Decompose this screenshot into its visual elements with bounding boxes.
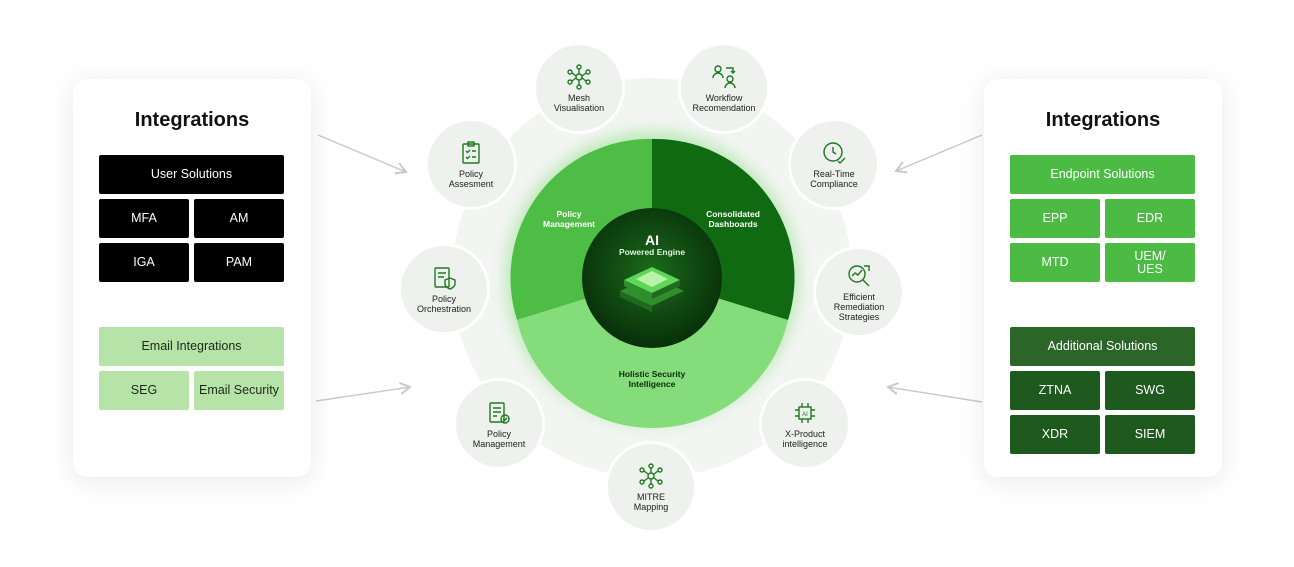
node-label: Policy Assesment (448, 168, 494, 189)
clock-check-icon (823, 141, 846, 164)
node-policy-assessment[interactable]: Policy Assesment (425, 118, 517, 210)
node-policy-management[interactable]: Policy Management (453, 378, 545, 470)
node-label: Mesh Visualisation (553, 92, 605, 113)
node-label: Real-Time Compliance (810, 168, 858, 189)
user-solution-mfa[interactable]: MFA (99, 199, 189, 238)
node-label: MITRE Mapping (633, 491, 669, 512)
node-label: X-Product intelligence (782, 428, 828, 449)
mesh-network-icon (567, 63, 591, 90)
node-label: Policy Management (472, 428, 526, 449)
node-workflow-recommendation[interactable]: Workflow Recomendation (678, 42, 770, 134)
endpoint-solution-mtd[interactable]: MTD (1010, 243, 1100, 282)
arrow-left-bottom (315, 381, 412, 402)
node-label: Policy Orchestration (416, 293, 472, 314)
label-holistic-security: Holistic Security Intelligence (618, 369, 686, 389)
additional-solutions-header[interactable]: Additional Solutions (1010, 327, 1195, 366)
label-policy-management: Policy Management (543, 209, 595, 229)
document-shield-icon (434, 266, 456, 290)
additional-solution-xdr[interactable]: XDR (1010, 415, 1100, 454)
endpoint-solution-edr[interactable]: EDR (1105, 199, 1195, 238)
additional-solution-ztna[interactable]: ZTNA (1010, 371, 1100, 410)
ai-title: AI (645, 232, 659, 248)
node-realtime-compliance[interactable]: Real-Time Compliance (788, 118, 880, 210)
magnifier-chart-icon (848, 264, 870, 286)
user-solution-pam[interactable]: PAM (194, 243, 284, 282)
clipboard-checklist-icon (462, 140, 480, 164)
panel-title: Integrations (1045, 109, 1161, 131)
user-solution-am[interactable]: AM (194, 199, 284, 238)
user-solution-iga[interactable]: IGA (99, 243, 189, 282)
node-policy-orchestration[interactable]: Policy Orchestration (398, 243, 490, 335)
node-label: Workflow Recomendation (692, 92, 756, 113)
arrow-right-top (894, 134, 983, 174)
label-consolidated-dashboards: Consolidated Dashboards (706, 209, 760, 229)
svg-text:AI: AI (802, 412, 808, 418)
panel-title: Integrations (134, 109, 250, 131)
segment-holistic-security[interactable] (517, 278, 788, 429)
email-integrations-header[interactable]: Email Integrations (99, 327, 284, 366)
arrow-right-bottom (886, 382, 983, 403)
workflow-users-icon (712, 64, 736, 88)
mitre-graph-icon (639, 462, 663, 489)
user-solutions-header[interactable]: User Solutions (99, 155, 284, 194)
ai-chip-icon: AI (795, 402, 815, 423)
node-mitre-mapping[interactable]: MITRE Mapping (605, 441, 697, 533)
additional-solution-siem[interactable]: SIEM (1105, 415, 1195, 454)
email-integration-seg[interactable]: SEG (99, 371, 189, 410)
node-efficient-remediation[interactable]: Efficient Remediation Strategies (813, 246, 905, 338)
endpoint-solution-epp[interactable]: EPP (1010, 199, 1100, 238)
node-label: Efficient Remediation Strategies (833, 291, 885, 322)
arrow-left-top (317, 134, 408, 175)
ai-subtitle: Powered Engine (618, 247, 686, 257)
node-mesh-visualisation[interactable]: Mesh Visualisation (533, 42, 625, 134)
endpoint-solution-uem-ues[interactable]: UEM/ UES (1105, 243, 1195, 282)
endpoint-solutions-header[interactable]: Endpoint Solutions (1010, 155, 1195, 194)
email-integration-email-security[interactable]: Email Security (194, 371, 284, 410)
additional-solution-swg[interactable]: SWG (1105, 371, 1195, 410)
chip-icon (620, 267, 684, 312)
document-check-icon (489, 401, 510, 424)
node-xproduct-intelligence[interactable]: AI X-Product intelligence (759, 378, 851, 470)
